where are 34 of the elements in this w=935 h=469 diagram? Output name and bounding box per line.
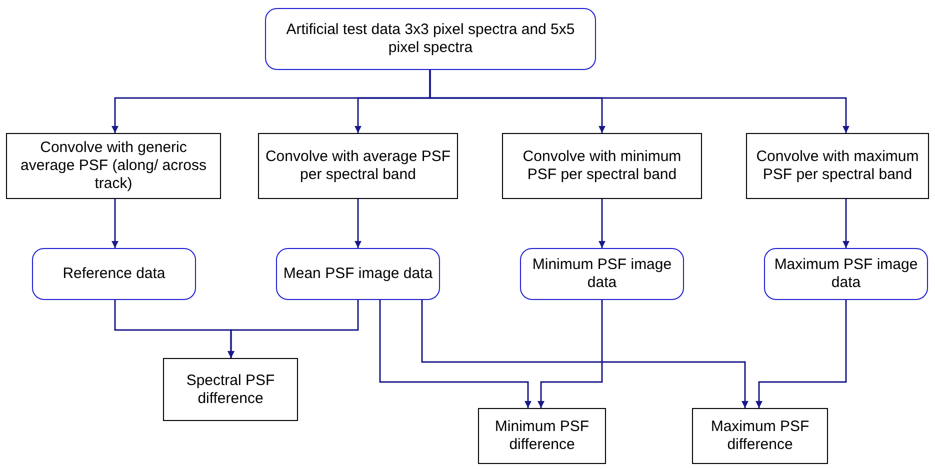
process-box — [478, 408, 606, 464]
arrow — [379, 300, 532, 408]
data-box — [520, 248, 684, 300]
node-label: Mean PSF image data — [283, 265, 433, 283]
node-label: Minimum PSF difference — [494, 418, 590, 454]
node-label: Artificial test data 3x3 pixel spectra and 5x5 pixel spectra — [285, 21, 576, 57]
process-box — [163, 358, 298, 421]
arrow — [421, 300, 748, 408]
process-box — [6, 133, 221, 199]
process-box — [502, 133, 702, 199]
process-box — [258, 133, 458, 199]
node-label: Convolve with maximum PSF per spectral band — [755, 148, 920, 184]
node-label: Spectral PSF difference — [185, 372, 276, 408]
node-label: Convolve with generic average PSF (along/ across track) — [20, 139, 208, 193]
node-label: Convolve with minimum PSF per spectral band — [522, 148, 682, 184]
arrow — [538, 300, 603, 408]
node-label: Minimum PSF image data — [531, 256, 673, 292]
arrow — [112, 199, 118, 248]
node-label: Convolve with average PSF per spectral band — [265, 148, 451, 184]
arrow — [354, 199, 362, 248]
data-box — [764, 248, 928, 300]
data-box — [32, 248, 196, 300]
arrow — [598, 199, 606, 248]
node-label: Reference data — [62, 265, 166, 283]
data-box — [265, 8, 596, 70]
process-box — [692, 408, 828, 464]
arrow — [228, 300, 359, 358]
arrow — [842, 199, 850, 248]
node-label: Maximum PSF image data — [773, 256, 919, 292]
data-box — [276, 248, 440, 300]
process-box — [746, 133, 929, 199]
arrow — [429, 70, 850, 133]
arrow — [756, 300, 847, 408]
node-label: Maximum PSF difference — [710, 418, 810, 454]
